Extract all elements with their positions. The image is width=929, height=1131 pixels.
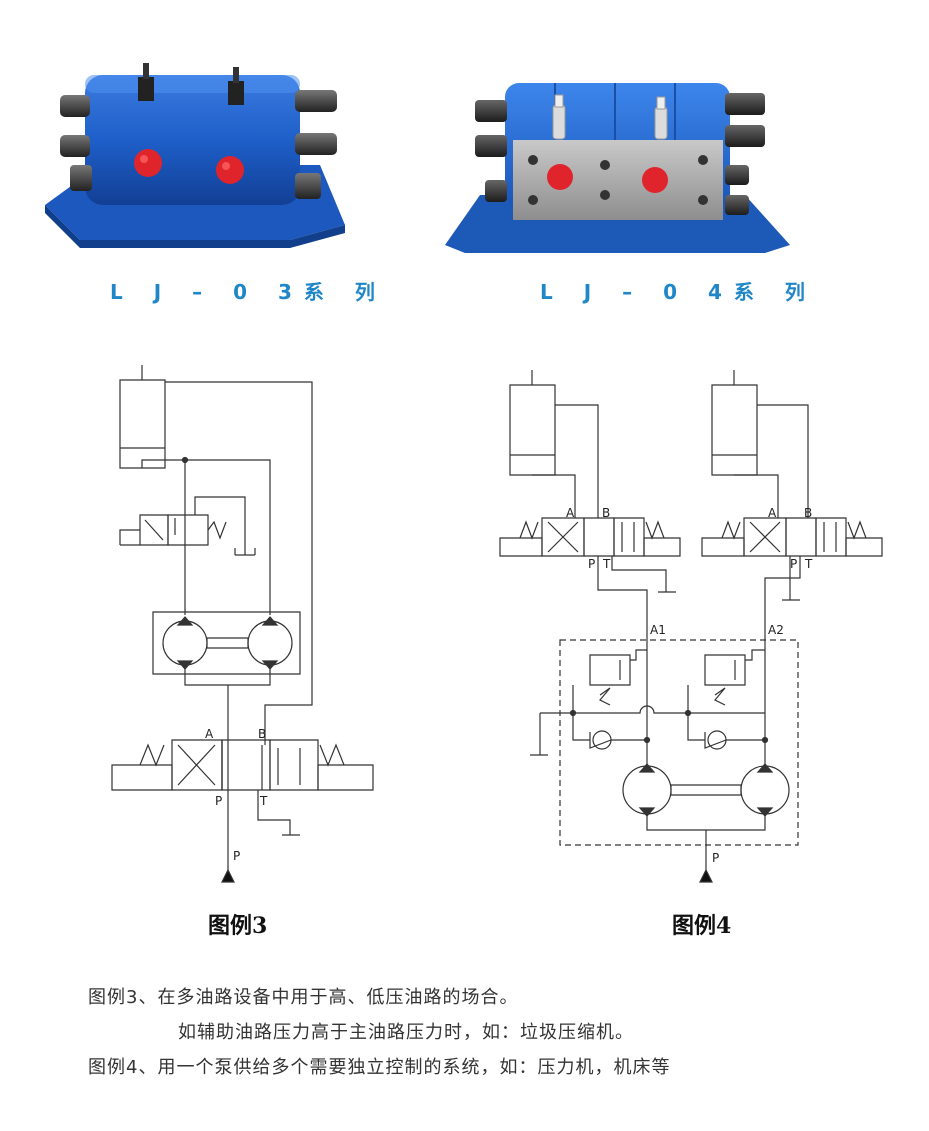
description-line-1: 图例3、在多油路设备中用于高、低压油路的场合。 bbox=[88, 987, 519, 1008]
series-label-lj03: L J – 0 3系 列 bbox=[110, 280, 387, 304]
diagram4-caption: 图例4 bbox=[672, 913, 732, 939]
description-line-3: 图例4、用一个泵供给多个需要独立控制的系统，如：压力机，机床等 bbox=[88, 1057, 671, 1078]
hydraulic-diagram-4: A B P T A B P T A1 A2 P bbox=[495, 365, 890, 895]
diagram4-port-p2: P bbox=[790, 557, 797, 571]
diagram4-outlet-a1: A1 bbox=[650, 623, 666, 637]
diagram4-port-a1: A bbox=[566, 506, 575, 520]
diagram3-caption: 图例3 bbox=[208, 913, 268, 939]
diagram4-port-p1: P bbox=[588, 557, 595, 571]
product-photo-lj03 bbox=[40, 55, 360, 255]
diagram3-port-b: B bbox=[258, 727, 266, 741]
series-label-lj04: L J – 0 4系 列 bbox=[540, 280, 817, 304]
diagram4-port-a2: A bbox=[768, 506, 777, 520]
hydraulic-diagram-3: A B P T P bbox=[100, 350, 390, 895]
diagram3-port-a: A bbox=[205, 727, 214, 741]
diagram4-outlet-a2: A2 bbox=[768, 623, 784, 637]
description-line-2: 如辅助油路压力高于主油路压力时，如：垃圾压缩机。 bbox=[178, 1022, 634, 1043]
diagram3-port-p: P bbox=[215, 794, 222, 808]
diagram4-port-b2: B bbox=[804, 506, 812, 520]
diagram4-port-t2: T bbox=[804, 557, 813, 571]
diagram4-port-b1: B bbox=[602, 506, 610, 520]
diagram3-port-supply: P bbox=[233, 849, 240, 863]
diagram4-port-supply: P bbox=[712, 851, 719, 865]
diagram3-port-t: T bbox=[259, 794, 268, 808]
diagram4-port-t1: T bbox=[602, 557, 611, 571]
product-photo-lj04 bbox=[445, 65, 805, 255]
